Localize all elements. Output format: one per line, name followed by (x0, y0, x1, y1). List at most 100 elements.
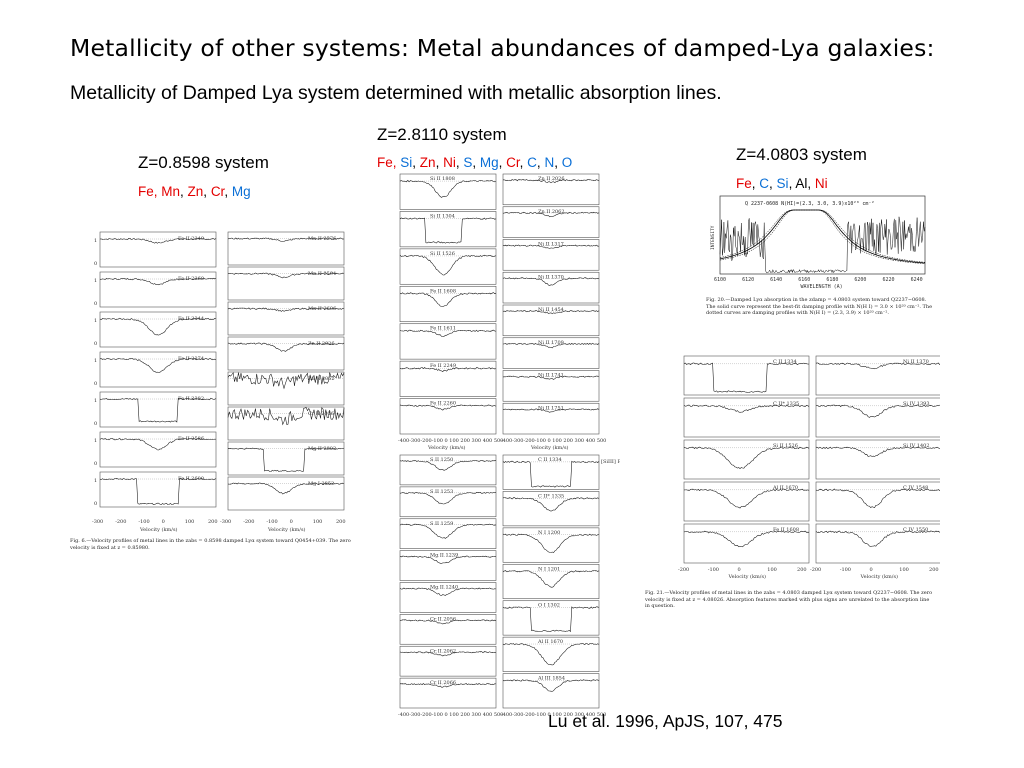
axis-tick: -400-300-200-100 0 100 200 300 400 500 (398, 712, 503, 718)
axis-tick: 1 (94, 438, 97, 444)
axis-label: INTENSITY (710, 225, 716, 250)
panel-label: S II 1253 (430, 489, 453, 495)
axis-label: Velocity (km/s) (860, 573, 899, 580)
axis-tick: -400-300-200-100 0 100 200 300 400 500 (501, 438, 606, 444)
panel-label: Fe II 2249 (430, 363, 456, 369)
axis-tick: -300 (92, 519, 103, 525)
panel-label: Ni II 1454 (538, 307, 564, 313)
element-symbol: Fe (736, 176, 752, 191)
figure-3-plot: Q 2237-0608 N(HI)=(2.3, 3.0, 3.9)x10²⁰ c… (710, 195, 926, 290)
figure-3-header: Q 2237-0608 N(HI)=(2.3, 3.0, 3.9)x10²⁰ c… (745, 201, 874, 207)
panel-label: Fe II 2382 (178, 396, 204, 402)
panel-label: Mg II 2803 (308, 446, 336, 452)
panel-label: Ni II 1317 (538, 242, 564, 248)
panel-label: Ni II 1709 (538, 340, 564, 346)
element-symbol: Mg (479, 155, 499, 170)
figure-damped-lya-z4080: Q 2237-0608 N(HI)=(2.3, 3.0, 3.9)x10²⁰ c… (706, 192, 936, 332)
panel-label: Fe II 2260 (178, 276, 204, 282)
panel-label: C II 1334 (773, 359, 797, 365)
axis-tick: -200 (678, 567, 689, 573)
axis-tick: 100 (185, 519, 195, 525)
panel-label: N I 1201 (538, 566, 560, 572)
axis-tick: 0 (94, 461, 97, 467)
panel-label: Cr II 2056 (430, 616, 456, 622)
panel-label: Fe II 1611 (430, 326, 456, 332)
panel-label: Fe II 2260 (430, 401, 456, 407)
element-symbol: C (759, 176, 770, 191)
axis-tick: 200 (208, 519, 218, 525)
panel-label: C II* 1335 (773, 401, 799, 407)
axis-tick: 0 (94, 501, 97, 507)
citation: Lu et al. 1996, ApJS, 107, 475 (548, 711, 783, 731)
axis-tick: 100 (767, 567, 777, 573)
panel-label: Fe II 2586 (178, 436, 204, 442)
panel-label: Mn II 2594 (308, 271, 336, 277)
element-symbol: Ni (443, 155, 456, 170)
axis-tick: 0 (94, 301, 97, 307)
element-symbol: , (536, 155, 545, 170)
element-symbol: , Al, (788, 176, 815, 191)
axis-tick: -100 (708, 567, 719, 573)
element-symbol: C (527, 155, 537, 170)
figure-4-caption: Fig. 21.—Velocity profiles of metal line… (645, 590, 933, 609)
element-symbol: Fe, Mn (138, 184, 181, 199)
slide-title: Metallicity of other systems: Metal abun… (70, 34, 935, 62)
panel-label: Si IV 1402 (903, 443, 930, 449)
element-symbol: , (455, 155, 464, 170)
axis-tick: 6200 (854, 277, 866, 283)
panel-label: Si II 1304 (430, 213, 455, 219)
system-label-z0859: Z=0.8598 system (138, 153, 269, 172)
axis-tick: -300 (220, 519, 231, 525)
panel-label: Al II 1670 (772, 485, 798, 491)
axis-tick: 0 (94, 421, 97, 427)
panel-label: O I 1302 (538, 603, 560, 609)
element-symbol: , (435, 155, 444, 170)
element-symbol: , (498, 155, 507, 170)
panel-label: C II* 1335 (538, 493, 564, 499)
panel-label: Mg I 2852 (308, 481, 334, 487)
panel-label: Ni II 1741 (538, 373, 564, 379)
panel-label: Fe II 2374 (178, 356, 204, 362)
element-symbol: Cr (210, 184, 225, 199)
axis-tick: -400-300-200-100 0 100 200 300 400 500 (398, 438, 503, 444)
panel-label: S II 1259 (430, 521, 453, 527)
panel-label: Ni II 1370 (538, 274, 564, 280)
axis-label: Velocity (km/s) (139, 526, 178, 533)
panel-label: Ni II 1370 (903, 359, 929, 365)
slide-subtitle: Metallicity of Damped Lya system determi… (70, 82, 722, 104)
system-label-z2811: Z=2.8110 system (377, 125, 507, 144)
element-symbol: , (769, 176, 777, 191)
panel-label: Si II 1526 (430, 251, 455, 257)
panel-label: C IV 1550 (903, 527, 928, 533)
element-symbol: Zn (419, 155, 436, 170)
axis-tick: 100 (313, 519, 323, 525)
axis-tick: 1 (94, 478, 97, 484)
axis-tick: 1 (94, 398, 97, 404)
panel-label: Mn II 2606 (308, 306, 336, 312)
panel-label: Si IV 1393 (903, 401, 930, 407)
element-symbol: , (554, 155, 562, 170)
axis-tick: 0 (738, 567, 741, 573)
element-symbol: Si (776, 176, 789, 191)
panel-label: C IV 1548 (903, 485, 928, 491)
element-symbol: N (544, 155, 555, 170)
panel-label: Zn II 2062 (538, 209, 565, 215)
element-symbol: Si (400, 155, 413, 170)
axis-tick: 0 (870, 567, 873, 573)
element-symbol: , (519, 155, 528, 170)
axis-tick: -100 (840, 567, 851, 573)
element-symbol: Ni (814, 176, 828, 191)
panel-label: Mn II 2576 (308, 236, 336, 242)
system-elements-z2811: Fe, Si, Zn, Ni, S, Mg, Cr, C, N, O (377, 155, 572, 170)
element-symbol: , (203, 184, 211, 199)
axis-label: Velocity (km/s) (530, 444, 569, 451)
axis-tick: -100 (266, 519, 277, 525)
element-symbol: Zn (187, 184, 204, 199)
axis-tick: -400-300-200-100 0 100 200 300 400 500 (501, 712, 606, 718)
axis-tick: 6100 (714, 277, 726, 283)
